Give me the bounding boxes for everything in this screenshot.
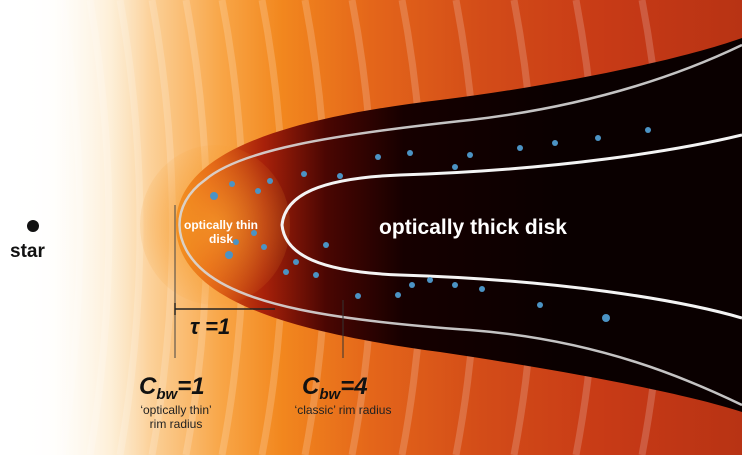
dust-grain (479, 286, 485, 292)
star-label: star (10, 241, 45, 262)
dust-grains (210, 127, 651, 322)
dust-grain (552, 140, 558, 146)
disk-inner-glow (140, 145, 290, 305)
dust-grain (225, 251, 233, 259)
cbw1-main: C (139, 373, 157, 400)
dust-grain (267, 178, 273, 184)
dust-grain (313, 272, 319, 278)
cbw1-desc-line1: ‘optically thin’ (140, 403, 211, 417)
dust-grain (337, 173, 343, 179)
dust-grain (293, 259, 299, 265)
dust-grain (427, 277, 433, 283)
dust-grain (210, 192, 218, 200)
thin-rim-contour (178, 43, 742, 407)
dust-grain (537, 302, 543, 308)
thin-disk-label-line1: optically thin (184, 218, 258, 232)
cbw4-label: Cbw=4 (302, 373, 368, 403)
dust-grain (467, 152, 473, 158)
tau-symbol: τ (190, 314, 200, 339)
dust-grain (251, 230, 257, 236)
dust-grain (517, 145, 523, 151)
dust-grain (452, 282, 458, 288)
dust-grain (407, 150, 413, 156)
cbw1-value: =1 (177, 373, 204, 400)
dust-grain (261, 244, 267, 250)
dust-grain (283, 269, 289, 275)
classic-rim-contour (280, 133, 742, 320)
tau-value: =1 (205, 314, 230, 339)
cbw4-subscript: bw (319, 386, 341, 403)
dust-grain (409, 282, 415, 288)
dust-grain (395, 292, 401, 298)
dust-grain (233, 239, 239, 245)
background-fade (0, 0, 150, 455)
tau-label: τ =1 (190, 314, 230, 339)
cbw1-label: Cbw=1 (139, 373, 205, 403)
cbw1-subscript: bw (156, 386, 178, 403)
dust-grain (229, 181, 235, 187)
disk-body (176, 38, 742, 412)
cbw4-desc-line1: ‘classic’ rim radius (295, 403, 392, 417)
cbw4-main: C (302, 373, 320, 400)
dust-grain (301, 171, 307, 177)
thick-disk-label: optically thick disk (379, 216, 567, 239)
dust-grain (452, 164, 458, 170)
cbw1-desc-line2: rim radius (150, 417, 203, 431)
dust-grain (645, 127, 651, 133)
star-dot (27, 220, 39, 232)
dust-grain (255, 188, 261, 194)
cbw4-value: =4 (340, 373, 367, 400)
dust-grain (355, 293, 361, 299)
dust-grain (595, 135, 601, 141)
thin-disk-label-line2: disk (209, 232, 233, 246)
dust-grain (602, 314, 610, 322)
dust-grain (323, 242, 329, 248)
dust-grain (375, 154, 381, 160)
